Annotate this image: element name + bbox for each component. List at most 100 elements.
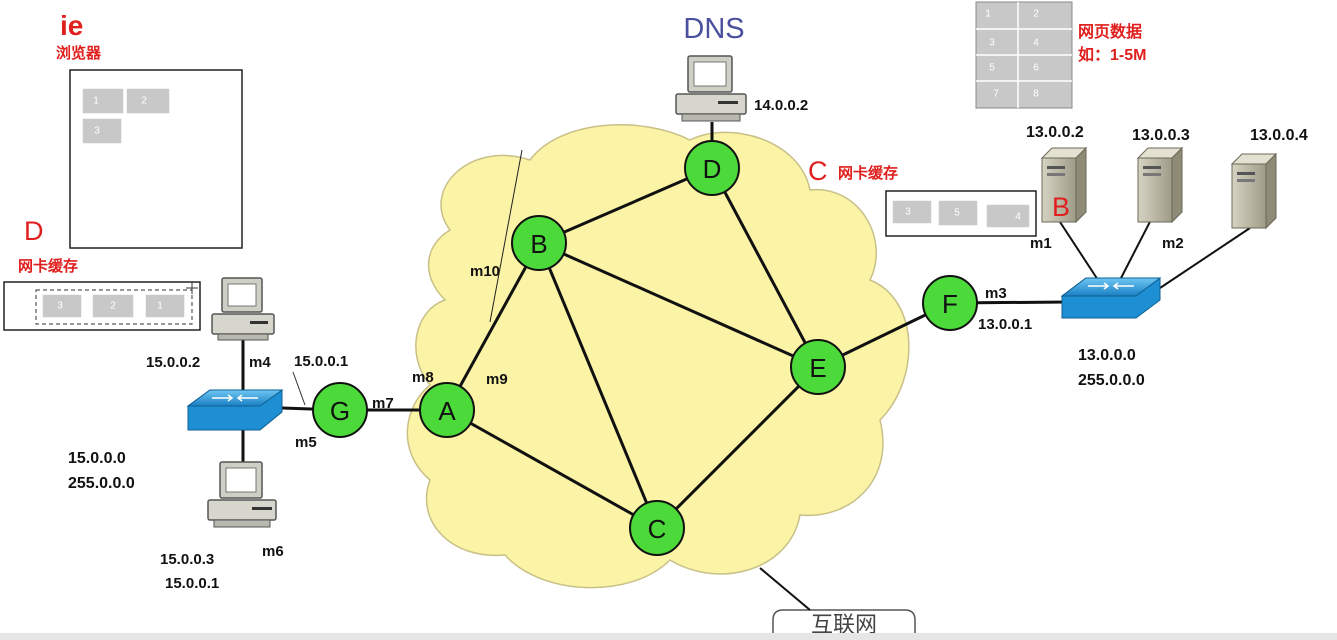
router-f-ip: 13.0.0.1 (978, 316, 1032, 333)
host-a-computer-icon (211, 277, 275, 341)
router-f-label: F (942, 289, 958, 319)
host-bottom-port: m6 (262, 543, 284, 560)
browser-ie-label: ie (60, 10, 83, 41)
right-network-mask: 255.0.0.0 (1078, 372, 1145, 389)
gateway-g-port-m7: m7 (372, 395, 394, 412)
nic-cache-left-selection (35, 289, 193, 325)
router-a-label: A (438, 396, 456, 426)
nic-cache-right-cell-2 (937, 199, 979, 227)
dns-computer-icon (675, 55, 747, 122)
link-c-e (655, 365, 820, 530)
nic-cache-right-cell-1 (891, 199, 933, 225)
nic-cache-left-cell-2-text: 2 (110, 301, 116, 312)
nic-cache-right-cell-3-text: 4 (1015, 212, 1021, 223)
nic-cache-left-cell-3-text: 1 (157, 301, 163, 312)
server-1-icon (1040, 146, 1088, 224)
router-b: B (511, 215, 567, 271)
server-3-ip: 13.0.0.4 (1250, 127, 1308, 144)
link-a-b (445, 242, 541, 411)
page-data-cell-4: 4 (1033, 38, 1039, 49)
host-bottom-ip: 15.0.0.3 (160, 551, 214, 568)
server-1-letter: B (1052, 192, 1070, 222)
right-network-address: 13.0.0.0 (1078, 347, 1136, 364)
page-data-cell-2: 2 (1033, 9, 1039, 20)
page-data-cell-7: 7 (993, 89, 999, 100)
link-d-e (710, 167, 820, 368)
server-2-ip: 13.0.0.3 (1132, 127, 1190, 144)
bottom-bar (0, 633, 1337, 640)
link-b-e (538, 241, 819, 369)
browser-cell-1-text: 1 (93, 96, 99, 107)
server-3-icon (1230, 152, 1278, 230)
router-g-label: G (330, 396, 350, 426)
nic-cache-right-cell-2-text: 5 (954, 208, 960, 219)
page-data-cell-5: 5 (989, 63, 995, 74)
link-switch-server2 (1119, 211, 1156, 281)
router-e: E (790, 339, 846, 395)
router-e-label: E (809, 353, 826, 383)
router-b-label: B (530, 229, 547, 259)
annotation-line (489, 149, 523, 323)
browser-cell-2-text: 2 (141, 96, 147, 107)
internet-label-box: 互联网 (759, 567, 916, 640)
page-data-cell-1: 1 (985, 9, 991, 20)
nic-cache-right-cell-1-text: 3 (905, 207, 911, 218)
router-f-port: m3 (985, 285, 1007, 302)
left-network-mask: 255.0.0.0 (68, 475, 135, 492)
host-a-ip: 15.0.0.2 (146, 354, 200, 371)
server-2-port: m2 (1162, 235, 1184, 252)
server-2-icon (1136, 146, 1184, 224)
host-a-port: m4 (249, 354, 271, 371)
browser-cell-1 (81, 87, 125, 115)
nic-cache-left-cell-1 (41, 293, 83, 319)
port-m9-label: m9 (486, 371, 508, 388)
gateway-g-port-m5: m5 (295, 434, 317, 451)
host-bottom-computer-icon (207, 461, 277, 528)
router-c-label: C (648, 514, 667, 544)
nic-cache-left-cell-1-text: 3 (57, 301, 63, 312)
server-1-port: m1 (1030, 235, 1052, 252)
page-data-cell-8: 8 (1033, 89, 1039, 100)
browser-label: 浏览器 (56, 44, 102, 62)
nic-cache-left-cell-2 (91, 293, 135, 319)
link-a-c (446, 408, 658, 530)
dns-ip: 14.0.0.2 (754, 97, 808, 114)
link-b-d (538, 166, 713, 245)
nic-cache-left-cell-3 (144, 293, 186, 319)
link-b-c (537, 242, 659, 529)
crosshair-cursor-icon (186, 282, 198, 294)
annotation-line-g (292, 371, 306, 406)
page-data-cell-6: 6 (1033, 63, 1039, 74)
nic-cache-right-label: 网卡缓存 (838, 164, 898, 182)
nic-cache-right-cell-3 (985, 203, 1031, 229)
dns-title: DNS (683, 13, 744, 45)
link-switch-server3 (1144, 227, 1251, 299)
host-bottom-gateway: 15.0.0.1 (165, 575, 219, 592)
router-f: F (922, 275, 978, 331)
nic-cache-left-letter: D (24, 216, 44, 246)
browser-cell-3-text: 3 (94, 126, 100, 137)
page-data-size: 如：1-5M (1078, 45, 1146, 64)
left-network-address: 15.0.0.0 (68, 450, 126, 467)
router-d: D (684, 140, 740, 196)
nic-cache-right-letter: C (808, 156, 828, 186)
internet-label: 互联网 (811, 612, 877, 637)
router-a: A (419, 382, 475, 438)
browser-cell-3 (81, 117, 123, 145)
server-1-ip: 13.0.0.2 (1026, 124, 1084, 141)
link-switch-server1 (1059, 221, 1099, 281)
port-m8-label: m8 (412, 369, 434, 386)
router-d-label: D (703, 154, 722, 184)
router-c: C (629, 500, 685, 556)
nic-cache-left-label: 网卡缓存 (18, 257, 78, 275)
router-g: G (312, 382, 368, 438)
gateway-g-ip: 15.0.0.1 (294, 353, 348, 370)
page-data-grid (975, 1, 1073, 109)
page-data-label: 网页数据 (1078, 22, 1142, 41)
browser-cell-2 (125, 87, 171, 115)
left-switch-icon (186, 389, 284, 431)
page-data-cell-3: 3 (989, 38, 995, 49)
port-m10-label: m10 (470, 263, 500, 280)
right-switch-icon (1060, 277, 1162, 319)
